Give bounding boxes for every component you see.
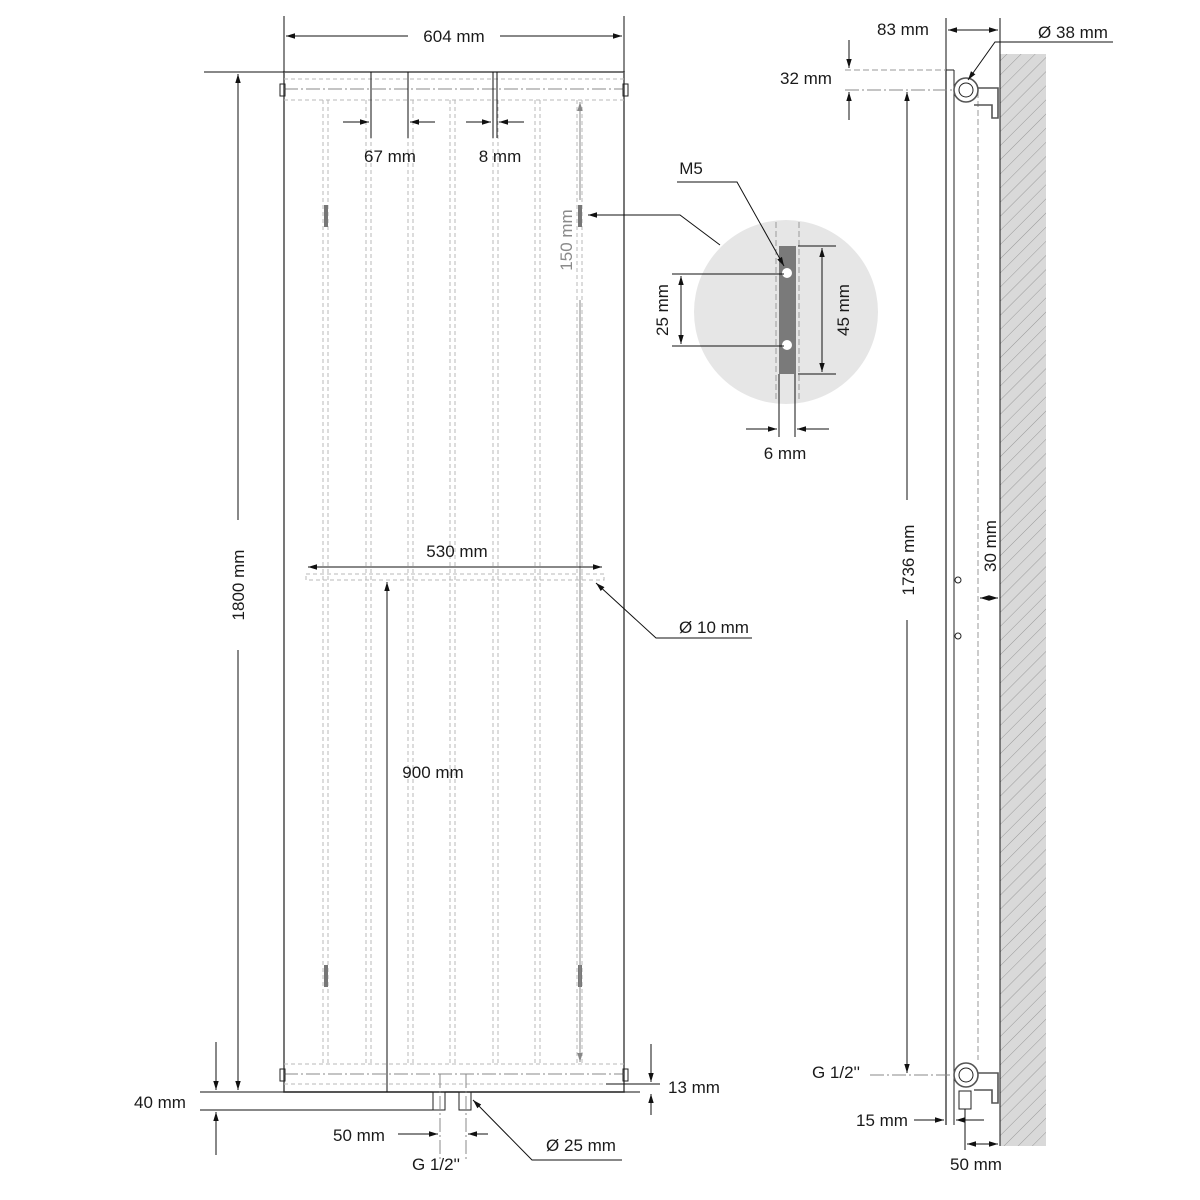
depth-label: 83 mm <box>877 20 929 39</box>
bottom-wall-bracket <box>974 1072 999 1104</box>
towel-rail <box>305 573 605 581</box>
bottom-offset-label: 13 mm <box>668 1078 720 1097</box>
rail-width-label: 530 mm <box>426 542 487 561</box>
screw-hole-bottom <box>782 340 792 350</box>
connection-depth-label: 50 mm <box>950 1155 1002 1174</box>
center-height-label: 1736 mm <box>899 525 918 596</box>
side-view: 83 mm Ø 38 mm 32 mm 1736 mm 30 mm G 1/2'… <box>780 18 1113 1174</box>
bottom-left-cap <box>279 1068 286 1082</box>
bracket-bottom-left <box>324 965 328 987</box>
panel-thickness-label: 15 mm <box>856 1111 908 1130</box>
gap-label: 8 mm <box>479 147 522 166</box>
top-offset-label: 32 mm <box>780 69 832 88</box>
width-label: 604 mm <box>423 27 484 46</box>
plate-width-label: 6 mm <box>764 444 807 463</box>
bracket-detail-view: M5 25 mm 45 mm 6 mm <box>653 159 878 463</box>
top-right-cap <box>622 83 629 97</box>
bottom-right-cap <box>622 1068 629 1082</box>
rail-height-label: 900 mm <box>402 763 463 782</box>
side-connection <box>958 1090 972 1110</box>
rail-diameter-label: Ø 10 mm <box>679 618 749 637</box>
vertical-tubes <box>322 100 583 1064</box>
plate-height-label: 45 mm <box>834 284 853 336</box>
connection-right <box>458 1091 472 1111</box>
mounting-plate <box>779 246 796 374</box>
pipe-diameter-label: Ø 38 mm <box>1038 23 1108 42</box>
connection-thread-label: G 1/2'' <box>412 1155 460 1174</box>
wall-gap-label: 30 mm <box>981 520 1000 572</box>
connection-diameter-label: Ø 25 mm <box>546 1136 616 1155</box>
bottom-pipe <box>953 1062 979 1088</box>
screw-label: M5 <box>679 159 703 178</box>
top-left-cap <box>279 83 286 97</box>
bracket-top-right <box>578 205 582 227</box>
height-label: 1800 mm <box>229 550 248 621</box>
floor-clearance-label: 40 mm <box>134 1093 186 1112</box>
screw-hole-top <box>782 268 792 278</box>
connection-spacing-label: 50 mm <box>333 1126 385 1145</box>
top-pipe <box>953 77 979 103</box>
tube-spacing-label: 67 mm <box>364 147 416 166</box>
connection-left <box>432 1091 446 1111</box>
front-view: 604 mm 67 mm 8 mm 1800 mm 150 mm 530 mm … <box>134 16 752 1174</box>
wall-hatch <box>1000 54 1046 1146</box>
hole-spacing-label: 25 mm <box>653 284 672 336</box>
top-wall-bracket <box>974 87 999 119</box>
thread-label: G 1/2'' <box>812 1063 860 1082</box>
bracket-top-left <box>324 205 328 227</box>
bracket-offset-label: 150 mm <box>557 209 576 270</box>
